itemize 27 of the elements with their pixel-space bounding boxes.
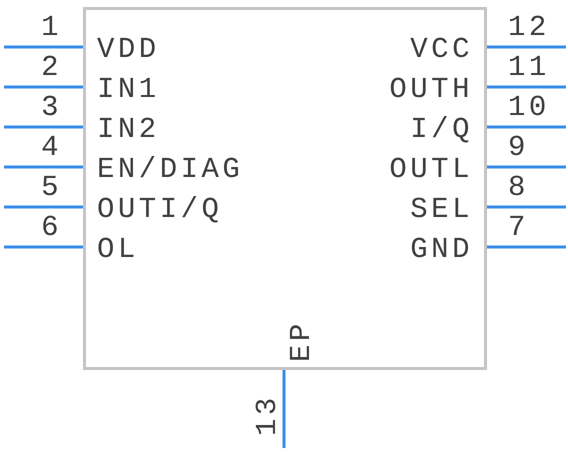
pin-number: 3 [41, 92, 62, 124]
pin-number: 12 [508, 12, 550, 44]
pin-number: 6 [41, 212, 62, 244]
pin-name: SEL [410, 194, 473, 226]
pin-name: GND [410, 234, 473, 266]
pin-number: 9 [508, 132, 529, 164]
chip-body [83, 7, 487, 370]
pin-number: 1 [41, 12, 62, 44]
pin-name: OUTL [389, 154, 473, 186]
pin-number: 4 [41, 132, 62, 164]
pin-name: IN1 [97, 74, 160, 106]
pin-number: 5 [41, 172, 62, 204]
pin-number: 11 [508, 52, 550, 84]
pin-name: EN/DIAG [97, 154, 244, 186]
pin-name: EP [286, 320, 318, 362]
pin-name: IN2 [97, 114, 160, 146]
pin-name: OL [97, 234, 139, 266]
pin-number: 8 [508, 172, 529, 204]
pin-number: 10 [508, 92, 550, 124]
pin-number: 2 [41, 52, 62, 84]
pin-number: 13 [252, 394, 284, 436]
pin-number: 7 [508, 212, 529, 244]
pin-name: VDD [97, 34, 160, 66]
pin-name: I/Q [410, 114, 473, 146]
pin-name: OUTH [389, 74, 473, 106]
pin-name: VCC [410, 34, 473, 66]
pin-name: OUTI/Q [97, 194, 222, 226]
